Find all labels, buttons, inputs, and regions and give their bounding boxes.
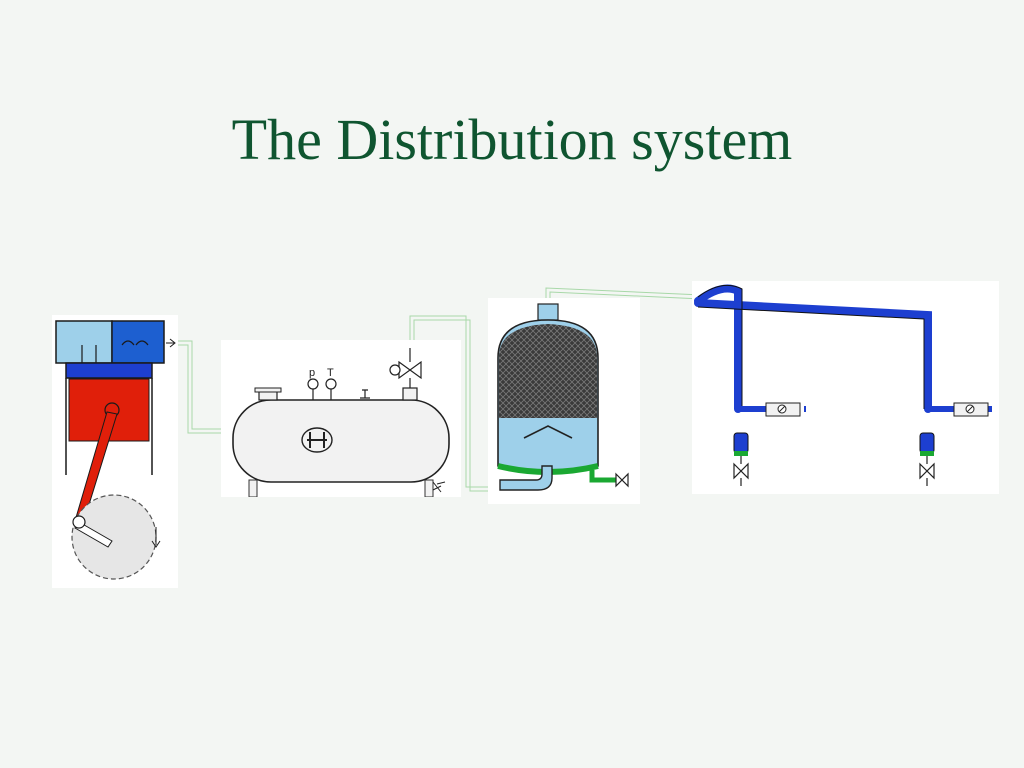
air-receiver-panel: p T (221, 340, 461, 498)
crankshaft-wheel (71, 494, 157, 580)
compressor-diagram (55, 320, 176, 580)
distribution-network-panel (692, 281, 999, 494)
pressure-gauge-label: p (309, 367, 315, 379)
thermometer-label: T (327, 367, 334, 379)
drain-valve-left-icon (733, 456, 749, 486)
main-pipe (694, 284, 932, 413)
compressor-inlet-chamber (55, 320, 113, 364)
compressor-panel (52, 315, 178, 588)
receiver-tank (232, 399, 450, 483)
slide-title: The Distribution system (231, 107, 793, 172)
crank-pin (72, 515, 86, 529)
pressure-gauge-icon (307, 378, 319, 390)
outlet-pressure-gauge-icon (389, 364, 401, 376)
rotation-arrow-icon (151, 527, 161, 548)
top-fitting (360, 389, 370, 399)
cylinder-head (65, 362, 153, 379)
drain-valve-icon (432, 481, 446, 493)
drain-trap-right (919, 432, 935, 454)
dryer-drain-valve-icon (615, 472, 629, 488)
desiccant-bed (499, 324, 597, 418)
outlet-valve-icon (398, 360, 422, 380)
air-receiver-diagram: p T (232, 348, 450, 498)
compressor-outlet-chamber (111, 320, 165, 364)
drain-valve-right-icon (919, 456, 935, 486)
dryer-panel (488, 298, 640, 504)
outlet-arrow-icon (166, 338, 176, 348)
distribution-network-diagram (694, 284, 992, 486)
drain-trap-left (733, 432, 749, 454)
dryer-outlet-pipe (499, 465, 553, 491)
dryer-diagram (497, 303, 629, 491)
deflector-plate (523, 425, 573, 439)
thermometer-icon (325, 378, 337, 390)
drain-line (589, 470, 616, 483)
